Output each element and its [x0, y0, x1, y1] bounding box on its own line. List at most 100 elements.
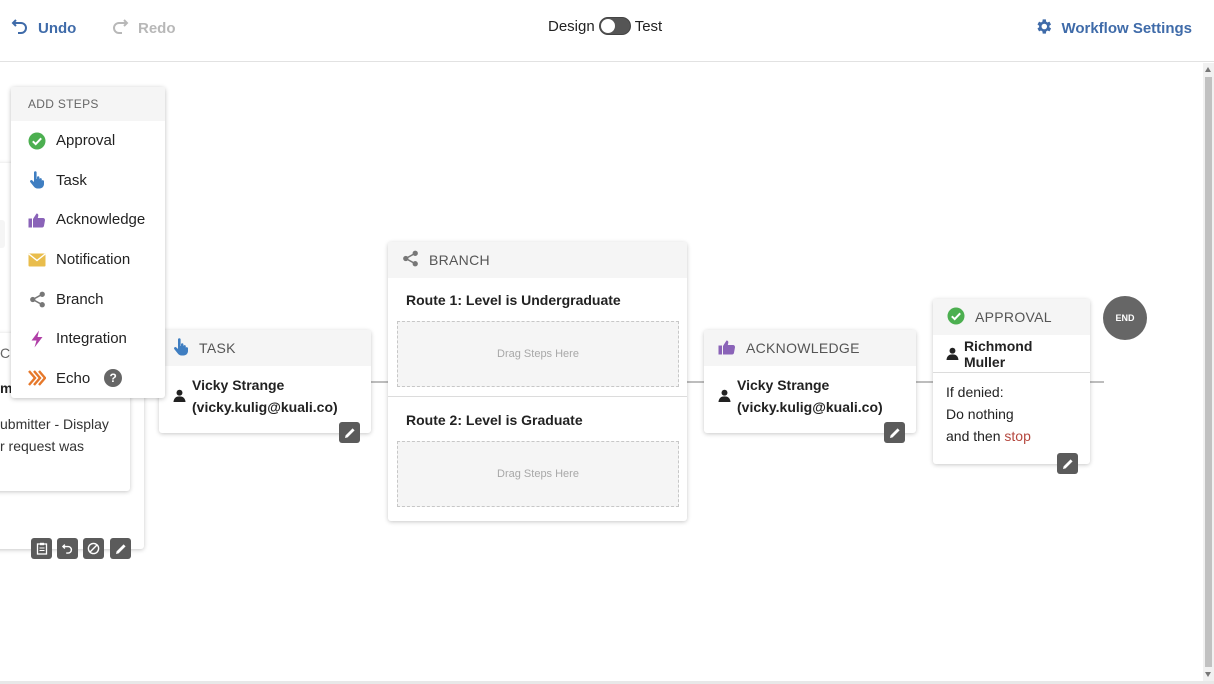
add-step-notification[interactable]: Notification: [11, 240, 165, 280]
card-partial-title: m: [0, 380, 13, 396]
add-steps-menu: ADD STEPS Approval Task Acknowledge: [11, 87, 165, 398]
approval-card-header: APPROVAL: [933, 299, 1090, 335]
notification-text-line: r request was: [0, 438, 85, 454]
chevrons-right-icon: [28, 369, 46, 387]
scroll-down-arrow[interactable]: [1205, 672, 1211, 677]
design-label: Design: [548, 17, 595, 35]
disable-button[interactable]: [83, 538, 104, 559]
undo-icon: [61, 544, 73, 554]
acknowledge-assignee-name: Vicky Strange (vicky.kulig@kuali.co): [737, 377, 883, 415]
denied-line: and then stop: [946, 425, 1077, 447]
add-step-label: Task: [56, 171, 87, 189]
branch-card[interactable]: BRANCH Route 1: Level is Undergraduate D…: [388, 242, 687, 521]
bottom-border: [0, 681, 1214, 684]
ban-icon: [87, 542, 100, 555]
help-icon[interactable]: ?: [104, 369, 123, 388]
approval-card[interactable]: APPROVAL Richmond Muller If denied: Do n…: [933, 299, 1090, 474]
acknowledge-assignee: Vicky Strange (vicky.kulig@kuali.co): [718, 374, 902, 418]
add-step-label: Acknowledge: [56, 211, 146, 229]
add-step-label: Notification: [56, 251, 131, 269]
task-assignee-name: Vicky Strange (vicky.kulig@kuali.co): [192, 377, 338, 415]
clipboard-icon: [36, 542, 47, 555]
undo-button[interactable]: Undo: [10, 17, 76, 39]
branch-card-header: BRANCH: [388, 242, 687, 278]
envelope-icon: [28, 251, 46, 269]
scroll-up-arrow[interactable]: [1205, 67, 1211, 72]
share-icon: [402, 250, 419, 270]
person-icon: [718, 389, 731, 402]
connector: [1090, 381, 1104, 383]
undo-label: Undo: [38, 19, 77, 37]
dropzone-label: Drag Steps Here: [497, 468, 579, 480]
redo-label: Redo: [138, 19, 176, 37]
approval-edit-button[interactable]: [1057, 453, 1078, 474]
add-step-echo[interactable]: Echo ?: [11, 359, 165, 399]
task-assignee: Vicky Strange (vicky.kulig@kuali.co): [173, 374, 357, 418]
scrollbar-thumb[interactable]: [1205, 77, 1212, 667]
add-step-approval[interactable]: Approval: [11, 121, 165, 161]
bolt-icon: [28, 330, 46, 348]
acknowledge-edit-button[interactable]: [884, 422, 905, 443]
add-step-branch[interactable]: Branch: [11, 279, 165, 319]
acknowledge-type-label: ACKNOWLEDGE: [746, 340, 860, 356]
pointer-hand-icon: [28, 171, 46, 189]
add-step-acknowledge[interactable]: Acknowledge: [11, 200, 165, 240]
task-edit-button[interactable]: [339, 422, 360, 443]
clipboard-button[interactable]: [31, 538, 52, 559]
card-type-label: C: [0, 345, 11, 361]
approval-type-label: APPROVAL: [975, 309, 1052, 325]
redo-icon: [110, 16, 130, 40]
share-icon: [28, 290, 46, 308]
thumbs-up-icon: [28, 211, 46, 229]
route-divider: [388, 396, 687, 397]
acknowledge-card-header: ACKNOWLEDGE: [704, 330, 916, 366]
test-label: Test: [634, 17, 663, 35]
design-test-toggle[interactable]: [598, 17, 631, 35]
gear-icon: [1034, 17, 1053, 40]
pencil-icon: [344, 427, 355, 438]
approval-assignee-name: Richmond Muller: [963, 337, 1033, 370]
previous-step-header: [0, 220, 5, 248]
notification-text: ubmitter - Display r request was: [0, 413, 109, 457]
revert-button[interactable]: [57, 538, 78, 559]
vertical-scrollbar[interactable]: [1203, 63, 1214, 681]
end-node: END: [1103, 296, 1147, 340]
denied-line: If denied:: [946, 384, 1004, 400]
add-step-label: Approval: [56, 132, 116, 150]
denied-line: Do nothing: [946, 406, 1014, 422]
approval-assignee: Richmond Muller: [933, 335, 1090, 373]
denied-prefix: and then: [946, 428, 1001, 444]
route-1-dropzone[interactable]: Drag Steps Here: [397, 321, 679, 387]
branch-type-label: BRANCH: [429, 252, 490, 268]
connector: [916, 381, 933, 383]
connector: [687, 381, 704, 383]
check-circle-icon: [947, 307, 965, 328]
pencil-icon: [115, 543, 126, 554]
route-2-title: Route 2: Level is Graduate: [406, 412, 583, 428]
workflow-settings-button[interactable]: Workflow Settings: [1034, 17, 1192, 39]
task-type-label: TASK: [199, 340, 236, 356]
route-1-title: Route 1: Level is Undergraduate: [406, 292, 621, 308]
add-step-integration[interactable]: Integration: [11, 319, 165, 359]
pencil-icon: [1062, 458, 1073, 469]
connector: [371, 381, 388, 383]
add-step-task[interactable]: Task: [11, 161, 165, 201]
edit-button[interactable]: [110, 538, 131, 559]
denied-action: stop: [1004, 428, 1031, 444]
add-step-label: Branch: [56, 290, 104, 308]
pencil-icon: [889, 427, 900, 438]
route-2-dropzone[interactable]: Drag Steps Here: [397, 441, 679, 507]
task-card-header: TASK: [159, 330, 371, 366]
end-label: END: [1115, 313, 1135, 323]
thumbs-up-icon: [718, 339, 736, 358]
acknowledge-card[interactable]: ACKNOWLEDGE Vicky Strange (vicky.kulig@k…: [704, 330, 916, 443]
mode-switch: Design Test: [548, 17, 662, 35]
redo-button[interactable]: Redo: [110, 17, 176, 39]
person-icon: [173, 389, 186, 402]
task-card[interactable]: TASK Vicky Strange (vicky.kulig@kuali.co…: [159, 330, 371, 443]
workflow-canvas[interactable]: C m ubmitter - Display r request was TAS…: [0, 63, 1203, 681]
undo-icon: [10, 16, 30, 40]
workflow-settings-label: Workflow Settings: [1061, 19, 1192, 37]
toolbar: Undo Redo Design Test Workflow Settings: [0, 0, 1214, 62]
add-step-label: Integration: [56, 330, 127, 348]
